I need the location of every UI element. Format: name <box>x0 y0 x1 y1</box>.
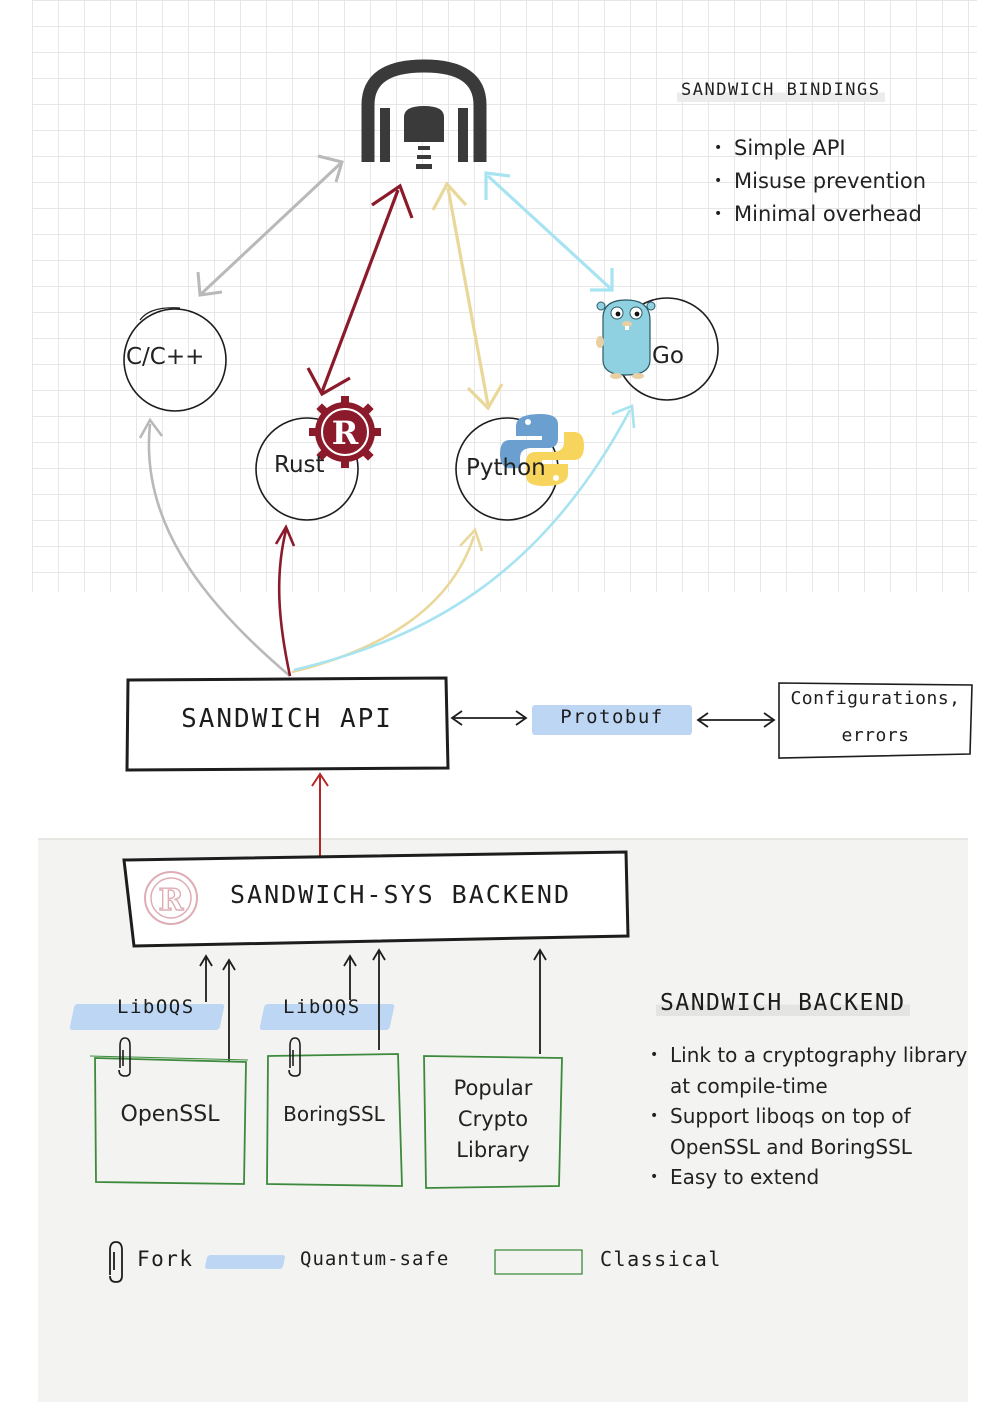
arrow-api-to-cpp <box>138 417 291 677</box>
backend-feature-item: Easy to extend <box>648 1162 968 1193</box>
protobuf-highlight <box>532 705 692 735</box>
arrow-protobuf-config <box>696 712 776 728</box>
go-label: Go <box>652 343 684 369</box>
backend-feature-item: Support liboqs on top of OpenSSL and Bor… <box>648 1101 968 1162</box>
arrow-api-protobuf <box>450 710 528 726</box>
backend-panel-title: SANDWICH BACKEND <box>656 990 910 1016</box>
rust-label: Rust <box>274 452 325 478</box>
openssl-box[interactable] <box>94 1057 247 1185</box>
openssl-label: OpenSSL <box>120 1102 220 1127</box>
arrow-cpp-binding <box>196 154 344 297</box>
legend-fork-icon <box>109 1241 123 1283</box>
arrow-go-binding <box>484 171 614 292</box>
arrow-python-binding <box>431 181 504 411</box>
legend-quantum-label: Quantum-safe <box>300 1248 450 1270</box>
config-label-line1: Configurations, <box>790 688 961 709</box>
gopher-icon <box>596 299 656 379</box>
bindings-feature-item: Minimal overhead <box>712 198 926 231</box>
popular-crypto-line3: Library <box>456 1138 530 1162</box>
svg-text:R: R <box>332 414 359 452</box>
protobuf-label: Protobuf <box>560 706 664 728</box>
legend-classical-swatch <box>494 1249 583 1275</box>
arrow-api-to-python <box>291 527 484 674</box>
backend-feature-item: Link to a cryptography library at compil… <box>648 1040 968 1101</box>
svg-text:R: R <box>159 883 185 918</box>
config-label-line2: errors <box>841 725 910 746</box>
config-box[interactable] <box>778 682 973 759</box>
python-logo-icon <box>500 414 584 486</box>
liboqs-label-boringssl: LibOQS <box>283 996 361 1018</box>
rust-node[interactable] <box>255 417 359 521</box>
boringssl-label: BoringSSL <box>283 1102 385 1126</box>
backend-feature-list: Link to a cryptography library at compil… <box>648 1040 968 1193</box>
sandwich-sys-backend-label: SANDWICH-SYS BACKEND <box>230 880 572 909</box>
fork-paperclip-icon-openssl <box>118 1037 131 1077</box>
sandwich-api-box[interactable] <box>125 676 450 772</box>
bindings-panel-title: SANDWICH BINDINGS <box>677 78 885 102</box>
arrow-popular-to-backend <box>533 948 547 1054</box>
boringssl-box[interactable] <box>266 1053 403 1187</box>
popular-crypto-line2: Crypto <box>457 1107 529 1131</box>
popular-crypto-line1: Popular <box>453 1076 533 1100</box>
cpp-node[interactable] <box>123 308 227 412</box>
rust-logo-icon: R <box>309 396 381 468</box>
popular-crypto-box[interactable] <box>423 1055 563 1189</box>
legend-classical-label: Classical <box>600 1247 722 1271</box>
fork-paperclip-icon-boringssl <box>288 1037 301 1077</box>
arrow-api-to-rust <box>274 524 296 677</box>
bindings-feature-item: Simple API <box>712 132 926 165</box>
arrow-api-to-go <box>293 404 636 672</box>
arrow-backend-to-api <box>311 772 329 856</box>
arrows-boringssl-to-backend <box>343 948 386 1050</box>
liboqs-label-openssl: LibOQS <box>117 996 195 1018</box>
arrows-openssl-to-backend <box>199 954 236 1062</box>
rust-logo-faded-icon: R <box>144 871 198 925</box>
sandwich-logo-icon <box>361 59 487 169</box>
bindings-feature-item: Misuse prevention <box>712 165 926 198</box>
arrow-rust-binding <box>306 183 414 397</box>
legend-fork-label: Fork <box>137 1247 194 1271</box>
sandwich-api-label: SANDWICH API <box>181 704 393 734</box>
bindings-feature-list: Simple API Misuse prevention Minimal ove… <box>712 132 926 231</box>
sandwich-sys-backend-box[interactable] <box>122 850 630 948</box>
python-label: Python <box>466 455 546 481</box>
cpp-label: C/C++ <box>126 344 205 370</box>
